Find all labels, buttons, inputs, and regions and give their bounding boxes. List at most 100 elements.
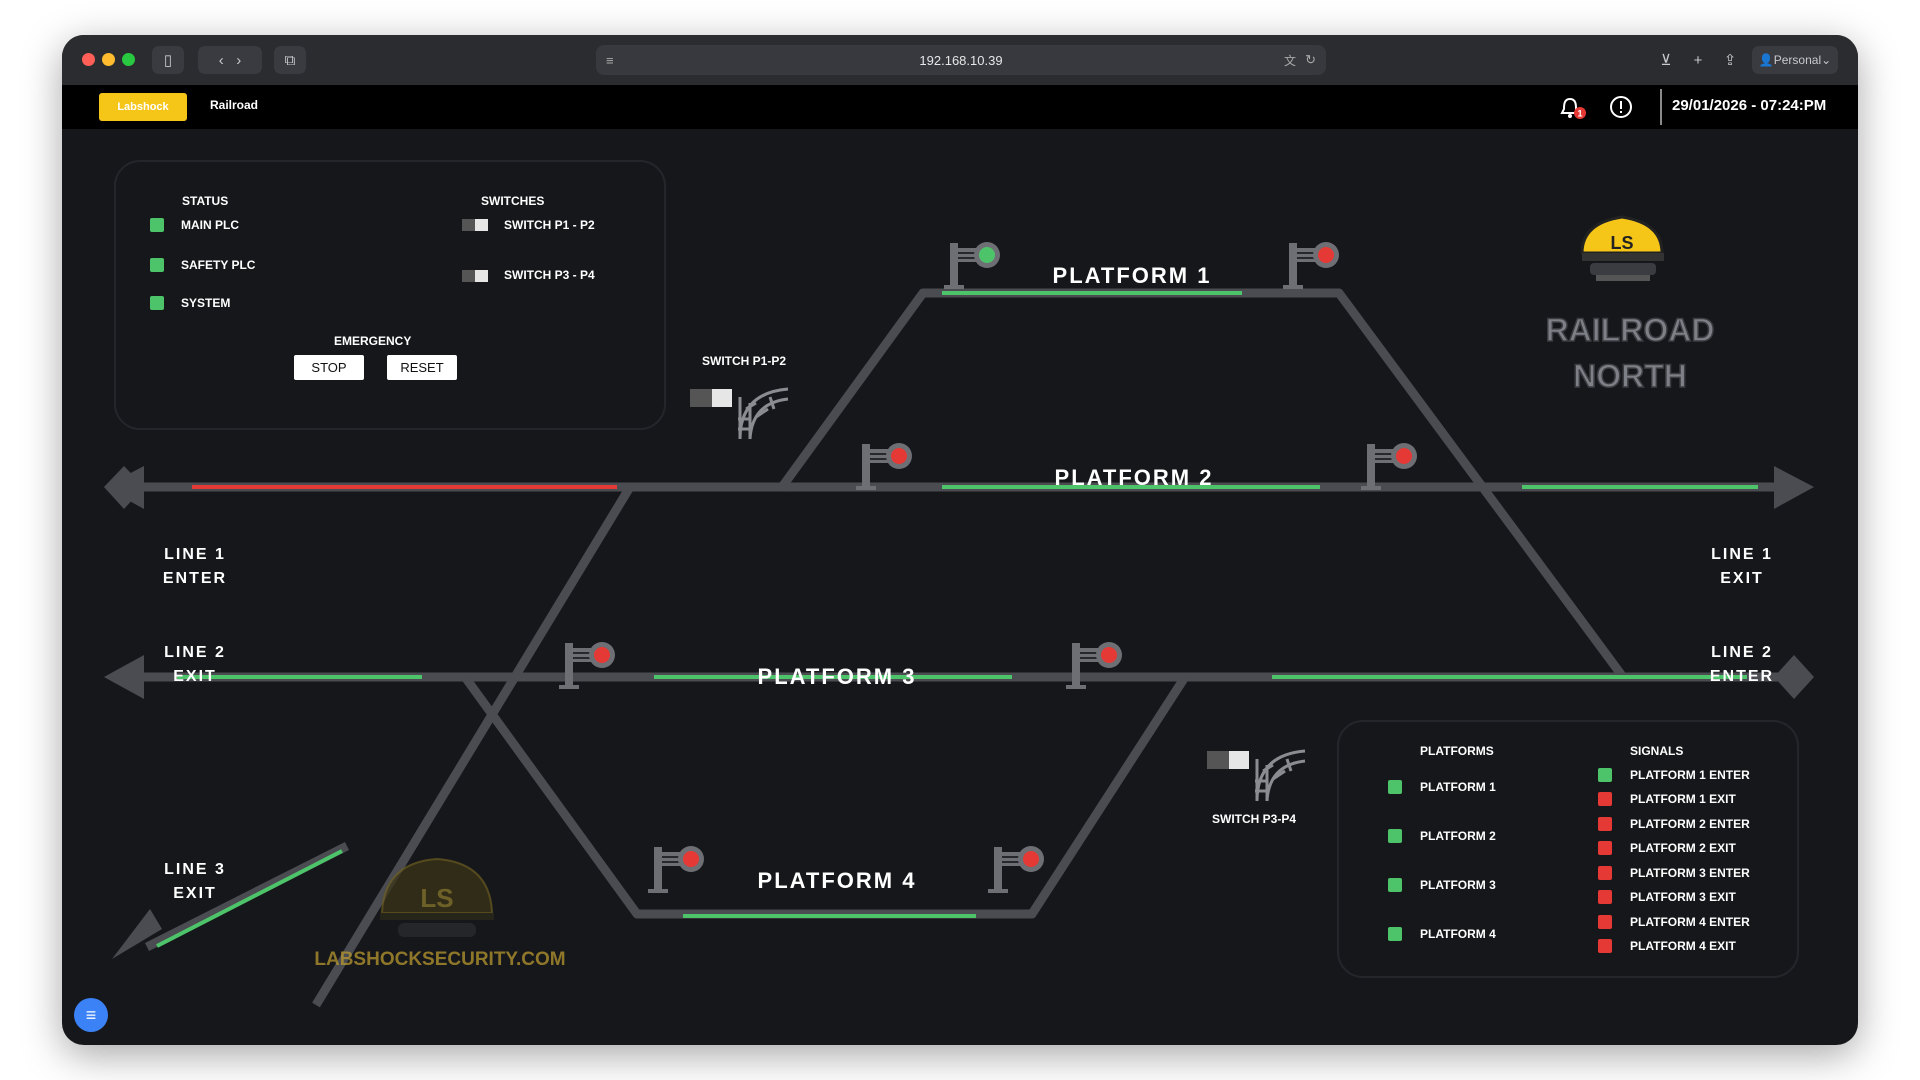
legend-platform1-label: PLATFORM 1 (1420, 780, 1496, 794)
date-time-display: 29/01/2026 - 07:24:PM (1672, 97, 1827, 114)
control-panel: STATUS MAIN PLC SAFETY PLC SYSTEM SWITCH… (114, 160, 666, 430)
switch-p3-p4-toggle[interactable] (462, 270, 488, 282)
line3-exit-label: LINE 3 (164, 861, 226, 878)
menu-lines-icon: ≡ (85, 1004, 97, 1025)
line1-exit-arrow (1774, 466, 1814, 509)
line3-crossover-track (312, 484, 634, 1008)
line1-exit-label: LINE 1 (1711, 546, 1773, 563)
emergency-title: EMERGENCY (334, 334, 412, 348)
status-title: STATUS (182, 194, 229, 208)
brand-badge[interactable]: Labshock (99, 93, 187, 121)
status-label-main-plc: MAIN PLC (181, 218, 239, 232)
switch-p3-p4-icon[interactable] (1205, 749, 1307, 803)
maximize-window-button[interactable] (122, 53, 135, 66)
switch-p1-p2-label: SWITCH P1 - P2 (504, 218, 595, 232)
legend-signal-p3-exit: PLATFORM 3 EXIT (1630, 890, 1736, 904)
line1-enter-label: LINE 1 (164, 546, 226, 563)
signal-lamp-red (594, 647, 610, 663)
signal-lamp-red (1396, 448, 1412, 464)
legend-platform1-led (1388, 780, 1402, 794)
signal-platform1-enter[interactable] (944, 242, 1000, 289)
status-label-system: SYSTEM (181, 296, 231, 310)
page-settings-icon[interactable]: ≡ (606, 52, 614, 68)
legend-platform2-led (1388, 829, 1402, 843)
status-led-main-plc (150, 218, 164, 232)
legend-signal-led (1598, 768, 1612, 782)
legend-signal-p1-exit: PLATFORM 1 EXIT (1630, 792, 1736, 806)
alert-info-icon[interactable] (1607, 93, 1635, 121)
signal-platform1-exit[interactable] (1283, 242, 1339, 289)
notification-bell-icon[interactable]: 1 (1558, 93, 1590, 123)
line3-exit-sub: EXIT (173, 885, 217, 902)
legend-platform4-led (1388, 927, 1402, 941)
switch-p1-p2-icon[interactable] (688, 387, 790, 441)
legend-signal-p3-enter: PLATFORM 3 ENTER (1630, 866, 1750, 880)
legend-platforms-title: PLATFORMS (1420, 744, 1494, 758)
signal-platform3-exit[interactable] (1066, 642, 1122, 689)
signal-platform2-enter[interactable] (856, 443, 912, 490)
line1-enter-diamond (104, 466, 144, 509)
legend-signal-p1-enter: PLATFORM 1 ENTER (1630, 768, 1750, 782)
labshock-mark: LS (420, 883, 453, 913)
platform4-title: PLATFORM 4 (758, 868, 917, 893)
logo-mark: LS (1610, 233, 1633, 253)
signal-platform4-enter[interactable] (648, 846, 704, 893)
line1-exit-sub: EXIT (1720, 570, 1764, 587)
chevron-left-icon[interactable]: ‹ (218, 51, 224, 69)
logo-north-text: NORTH (1573, 358, 1687, 394)
address-bar[interactable]: ≡ 192.168.10.39 文 ↻ (596, 45, 1326, 75)
download-icon[interactable]: ⊻ (1660, 52, 1672, 69)
close-window-button[interactable] (82, 53, 95, 66)
share-icon[interactable]: ⇪ (1723, 52, 1737, 69)
url-text: 192.168.10.39 (919, 52, 1003, 68)
browser-titlebar: ▯ ‹ › ⧉ ≡ 192.168.10.39 文 ↻ ⊻ + ⇪ 👤Perso… (62, 35, 1858, 85)
new-tab-icon[interactable]: + (1693, 51, 1703, 69)
platform2-title: PLATFORM 2 (1055, 465, 1214, 490)
browser-window: ▯ ‹ › ⧉ ≡ 192.168.10.39 文 ↻ ⊻ + ⇪ 👤Perso… (62, 35, 1858, 1045)
legend-signal-led (1598, 841, 1612, 855)
header-divider (1660, 89, 1662, 125)
emergency-reset-button[interactable]: RESET (387, 355, 457, 380)
status-led-safety-plc (150, 258, 164, 272)
legend-signals-title: SIGNALS (1630, 744, 1684, 758)
chevron-down-icon: ⌄ (1821, 53, 1832, 67)
line2-exit-sub: EXIT (173, 668, 217, 685)
signal-platform3-enter[interactable] (559, 642, 615, 689)
line3-exit-clear-segment (156, 849, 343, 948)
chevron-right-icon[interactable]: › (236, 51, 242, 69)
signal-lamp-red (891, 448, 907, 464)
switch-p1-p2-toggle[interactable] (462, 219, 488, 231)
legend-signal-led (1598, 890, 1612, 904)
signal-platform2-exit[interactable] (1361, 443, 1417, 490)
reload-icon[interactable]: ↻ (1305, 52, 1316, 67)
switches-title: SWITCHES (481, 194, 545, 208)
platform1-title: PLATFORM 1 (1053, 263, 1212, 288)
profile-button[interactable]: 👤Personal⌄ (1752, 46, 1838, 74)
sidebar-toggle-icon[interactable]: ▯ (152, 46, 184, 74)
status-label-safety-plc: SAFETY PLC (181, 258, 256, 272)
switch-p1-p2-map-label: SWITCH P1-P2 (702, 354, 786, 368)
emergency-stop-button[interactable]: STOP (294, 355, 364, 380)
legend-signal-led (1598, 866, 1612, 880)
signal-lamp-green (979, 247, 995, 263)
menu-fab-button[interactable]: ≡ (74, 998, 108, 1032)
tab-overview-icon[interactable]: ⧉ (274, 46, 306, 74)
nav-back-forward[interactable]: ‹ › (198, 46, 262, 74)
line2-exit-arrow (104, 655, 144, 699)
line3-exit-arrow (112, 909, 162, 959)
signal-platform4-exit[interactable] (988, 846, 1044, 893)
line1-enter-sub: ENTER (163, 570, 227, 587)
minimize-window-button[interactable] (102, 53, 115, 66)
labshock-site-text: LABSHOCKSECURITY.COM (314, 949, 565, 970)
line2-enter-label: LINE 2 (1711, 644, 1773, 661)
legend-signal-led (1598, 915, 1612, 929)
legend-panel: PLATFORMS PLATFORM 1 PLATFORM 2 PLATFORM… (1337, 720, 1799, 978)
legend-platform3-led (1388, 878, 1402, 892)
translate-icon[interactable]: 文 (1283, 53, 1296, 68)
legend-signal-led (1598, 792, 1612, 806)
line3-exit-track (144, 841, 350, 952)
notification-count-badge: 1 (1577, 109, 1582, 119)
legend-platform3-label: PLATFORM 3 (1420, 878, 1496, 892)
legend-signal-p4-exit: PLATFORM 4 EXIT (1630, 939, 1736, 953)
legend-signal-p2-enter: PLATFORM 2 ENTER (1630, 817, 1750, 831)
